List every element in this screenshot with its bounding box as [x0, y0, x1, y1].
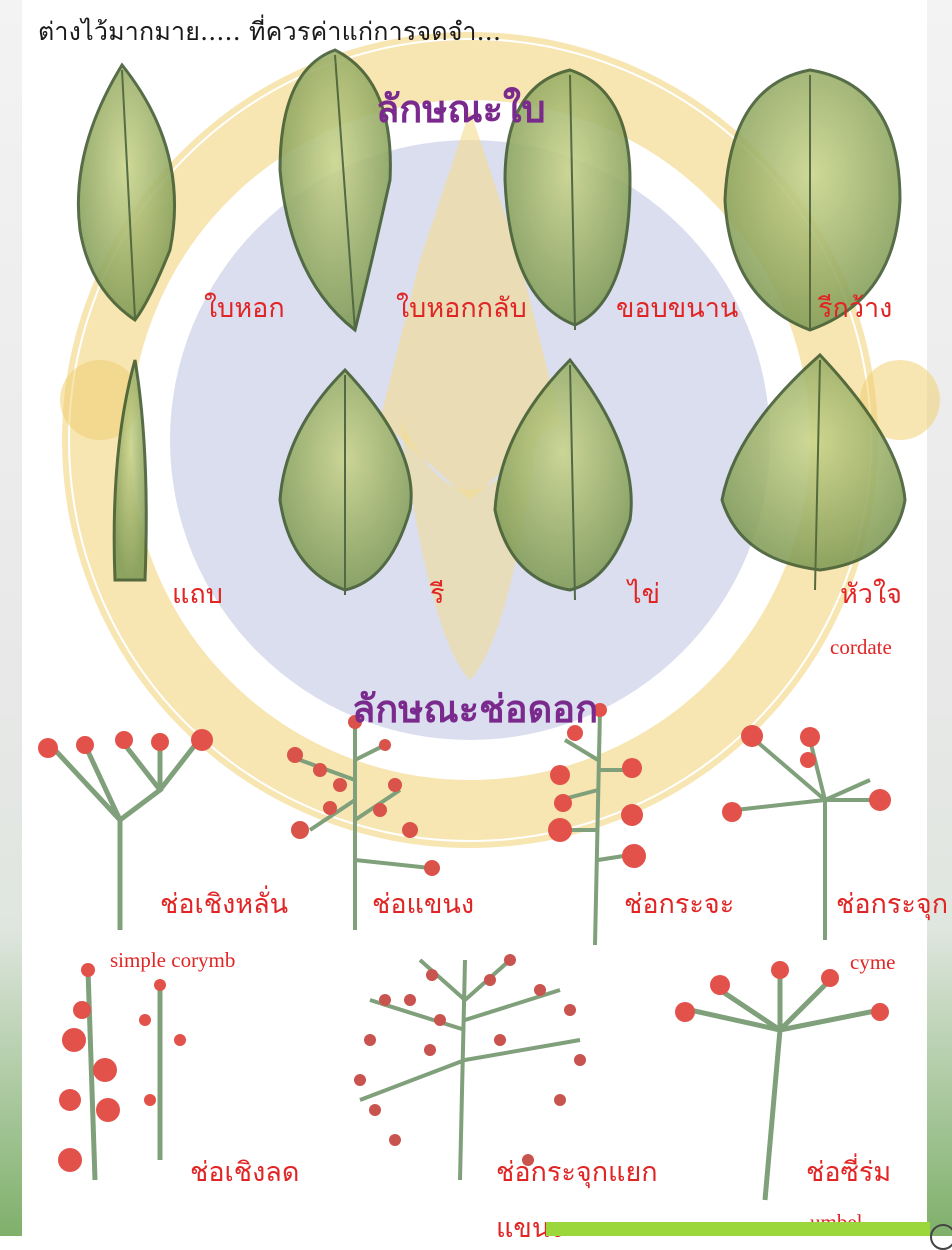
leaf-label-oval: รี	[430, 572, 445, 615]
inflorescence-section-title: ลักษณะช่อดอก	[352, 678, 598, 739]
infl-label-compound-cyme: ช่อกระจุกแยก	[496, 1150, 658, 1193]
inflorescence-compound-cyme-drawing	[360, 960, 580, 1180]
leaf-label-oblanceolate: ใบหอกกลับ	[396, 286, 527, 329]
leaf-label-cordate: หัวใจ	[840, 572, 902, 615]
page-corner-circle	[930, 1224, 952, 1250]
leaf-cordate-drawing	[722, 355, 905, 590]
infl-label-raceme: ช่อกระจะ	[624, 882, 734, 925]
leaf-oblanceolate-drawing	[280, 50, 390, 330]
leaf-label-lanceolate: ใบหอก	[204, 286, 285, 329]
leaf-section-title: ลักษณะใบ	[376, 78, 546, 139]
leaf-ovate-drawing	[495, 360, 631, 600]
infl-label-spike: ช่อเชิงลด	[190, 1150, 299, 1193]
green-highlight-box	[546, 1222, 930, 1236]
infl-label-panicle: ช่อแขนง	[372, 882, 474, 925]
leaf-sublabel-cordate: cordate	[830, 635, 892, 660]
leaf-label-linear: แถบ	[172, 572, 223, 615]
spike-flowers	[58, 963, 186, 1172]
intro-text: ต่างไว้มากมาย..... ที่ควรค่าแก่การจดจำ..…	[38, 12, 501, 52]
leaf-linear-drawing	[114, 360, 146, 580]
infl-sublabel-corymb: simple corymb	[110, 948, 235, 973]
infl-label-corymb: ช่อเชิงหลั่น	[160, 882, 288, 925]
panicle-flowers	[287, 715, 440, 876]
infl-label-cyme: ช่อกระจุก	[836, 882, 948, 925]
leaf-label-oblong: ขอบขนาน	[616, 286, 738, 329]
infl-label-umbel: ช่อซี่ร่ม	[806, 1150, 891, 1193]
leaf-label-ovate: ไข่	[628, 572, 660, 615]
leaf-label-elliptic: รีกว้าง	[818, 286, 892, 329]
leaf-oval-drawing	[280, 370, 411, 595]
leaf-lanceolate-drawing	[78, 65, 174, 320]
infl-sublabel-cyme: cyme	[850, 950, 895, 975]
